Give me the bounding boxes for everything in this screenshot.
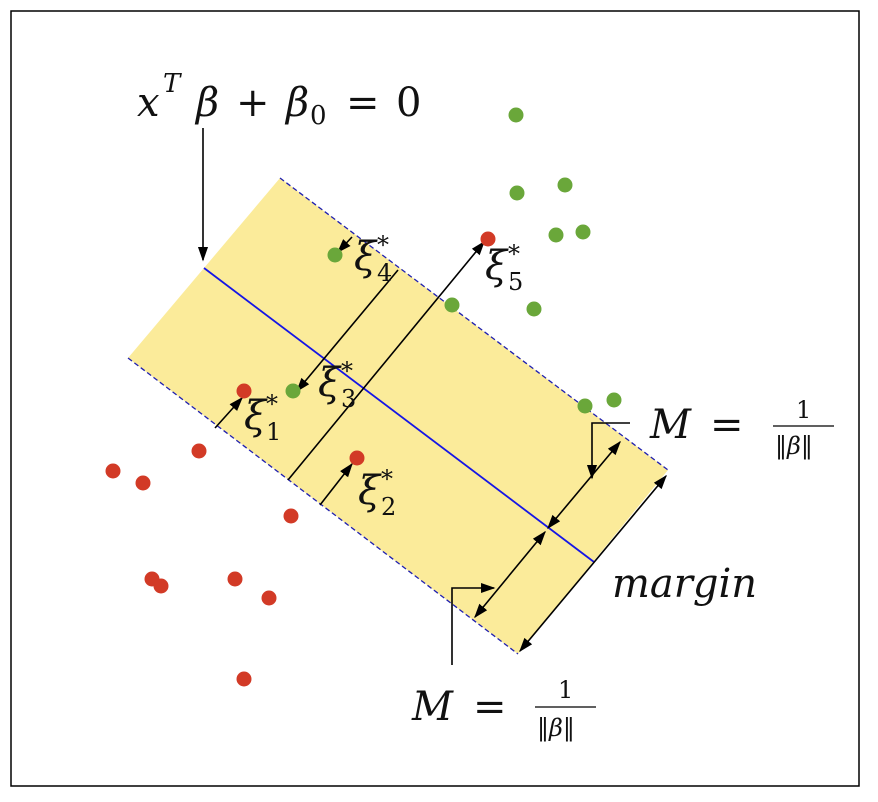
green-point: [548, 227, 564, 243]
svg-text:*: *: [381, 465, 393, 493]
green-point: [444, 297, 460, 313]
svg-text:M: M: [649, 402, 692, 448]
svg-text:*: *: [377, 231, 389, 259]
green-point: [557, 177, 573, 193]
svg-text:5: 5: [508, 268, 523, 296]
red-point: [227, 571, 243, 587]
eq-beta: β: [194, 80, 219, 126]
green-point: [327, 247, 343, 263]
svg-text:*: *: [508, 240, 520, 268]
slack-arrow-3: [296, 269, 399, 393]
red-point: [480, 231, 496, 247]
eq-beta0-sub: 0: [310, 101, 327, 131]
green-point: [577, 398, 593, 414]
svg-text:=: =: [710, 402, 744, 448]
eq-x: x: [137, 80, 160, 126]
eq-x-sup: T: [163, 69, 182, 99]
svg-text:ξ: ξ: [318, 360, 342, 406]
red-point: [261, 590, 277, 606]
slack-label-4: ξ * 4: [354, 231, 392, 287]
green-point: [526, 301, 542, 317]
green-point: [508, 107, 524, 123]
red-point: [236, 383, 252, 399]
svg-text:‖β‖: ‖β‖: [537, 714, 575, 743]
green-point: [509, 185, 525, 201]
slack-label-1: ξ * 1: [244, 390, 281, 446]
svg-text:*: *: [341, 357, 353, 385]
svg-text:=: =: [473, 684, 507, 730]
eq-beta0: β: [284, 80, 309, 126]
red-point: [105, 463, 121, 479]
slack-arrow-5: [287, 240, 485, 481]
slack-arrow-2: [319, 462, 353, 506]
svg-text:1: 1: [796, 396, 811, 424]
margin-formula-upper-pointer: [586, 422, 630, 480]
margin-formula-lower-pointer: [451, 582, 496, 665]
slack-label-2: ξ * 2: [358, 465, 396, 521]
green-points: [285, 107, 622, 414]
red-points: [105, 231, 496, 687]
svg-text:1: 1: [266, 418, 281, 446]
svg-text:*: *: [266, 390, 278, 418]
eq-equals: =: [346, 80, 380, 126]
margin-formula-upper: M = 1 ‖β‖: [649, 396, 834, 461]
slack-arrow-4: [337, 236, 353, 254]
slack-arrow-1: [214, 396, 243, 429]
svg-text:ξ: ξ: [485, 243, 509, 289]
red-point: [135, 475, 151, 491]
svg-text:2: 2: [381, 493, 396, 521]
svg-text:4: 4: [377, 259, 392, 287]
svg-text:ξ: ξ: [358, 468, 382, 514]
eq-zero: 0: [396, 80, 421, 126]
svg-text:ξ: ξ: [354, 234, 378, 280]
red-point: [349, 450, 365, 466]
svg-text:1: 1: [558, 676, 573, 704]
margin-label: margin: [612, 561, 757, 607]
green-point: [606, 392, 622, 408]
green-point: [575, 224, 591, 240]
svg-text:M: M: [411, 684, 454, 730]
red-point: [236, 671, 252, 687]
red-point: [153, 578, 169, 594]
svg-text:‖β‖: ‖β‖: [775, 432, 813, 461]
lower-margin-boundary: [127, 357, 519, 655]
full-margin-arrow: [519, 474, 667, 653]
slack-label-3: ξ * 3: [318, 357, 356, 413]
arrows: [197, 128, 667, 665]
svg-text:ξ: ξ: [244, 393, 268, 439]
red-point: [283, 508, 299, 524]
eq-plus: +: [236, 80, 270, 126]
hyperplane-equation: x T β + β 0 = 0: [137, 69, 421, 131]
margin-formula-lower: M = 1 ‖β‖: [411, 676, 596, 743]
svg-text:3: 3: [341, 385, 356, 413]
upper-margin-boundary: [279, 177, 669, 471]
red-point: [191, 443, 207, 459]
green-point: [285, 383, 301, 399]
slack-label-5: ξ * 5: [485, 240, 523, 296]
